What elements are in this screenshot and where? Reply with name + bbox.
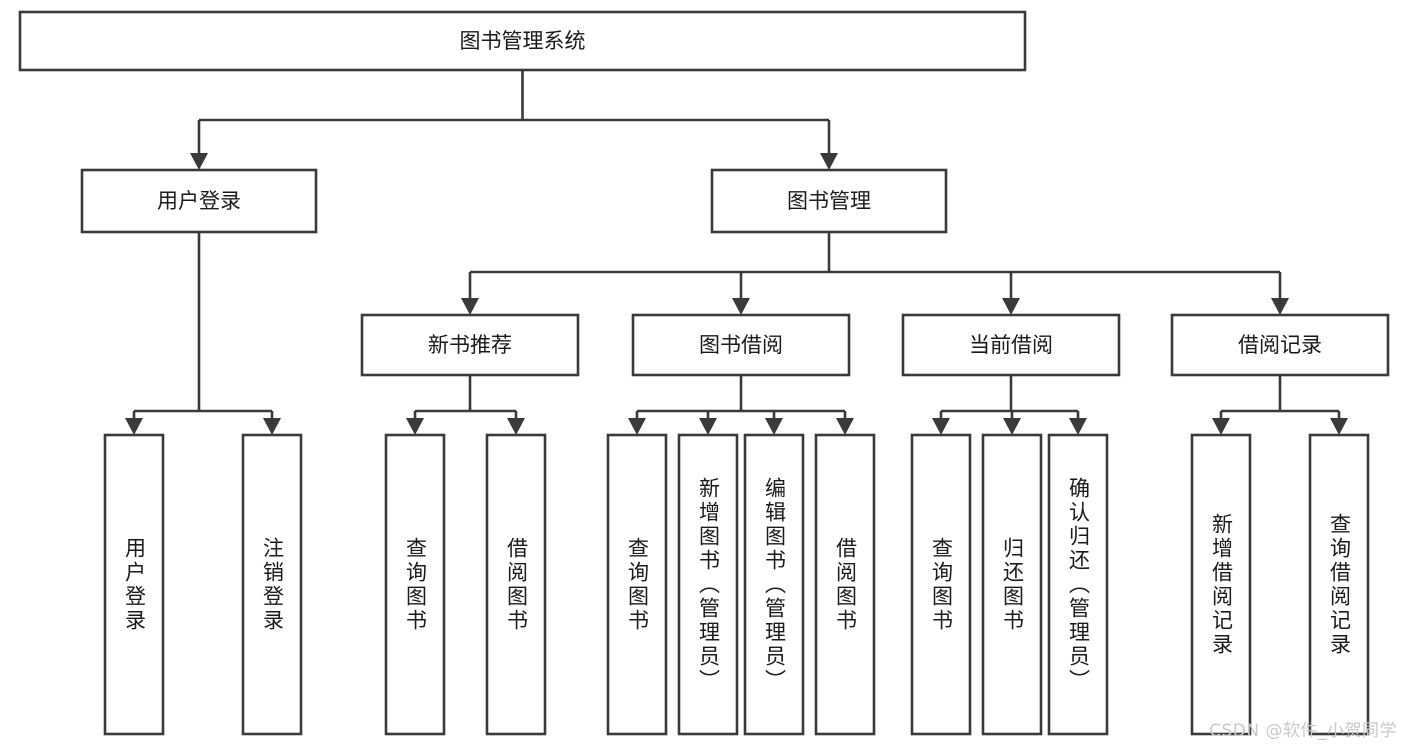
node-box-level3-3[interactable] xyxy=(1170,313,1390,377)
arrow-to-leaf xyxy=(1330,418,1348,435)
node-label-level2-1: 图书管理 xyxy=(787,189,871,213)
arrow-to-leaf xyxy=(836,418,854,435)
arrow-to-leaf xyxy=(628,418,646,435)
arrow-to-leaf xyxy=(406,418,424,435)
arrow-level2-to-level3 xyxy=(1002,298,1020,315)
node-box-level2-1[interactable] xyxy=(710,168,948,234)
arrow-to-leaf xyxy=(932,418,950,435)
arrow-root-to-level2 xyxy=(190,153,208,170)
node-box-leaf-11[interactable] xyxy=(1190,433,1252,736)
arrow-to-leaf xyxy=(765,418,783,435)
node-box-leaf-5[interactable] xyxy=(677,433,739,736)
node-box-level2-0[interactable] xyxy=(80,168,318,234)
arrow-to-leaf xyxy=(263,418,281,435)
node-box-leaf-0[interactable] xyxy=(103,433,165,736)
arrow-root-to-level2 xyxy=(820,153,838,170)
arrow-to-leaf xyxy=(1212,418,1230,435)
node-box-leaf-4[interactable] xyxy=(606,433,668,736)
node-box-level3-1[interactable] xyxy=(631,313,851,377)
node-box-leaf-7[interactable] xyxy=(814,433,876,736)
node-label-root: 图书管理系统 xyxy=(460,29,586,53)
arrow-level2-to-level3 xyxy=(461,298,479,315)
arrow-to-leaf xyxy=(1003,418,1021,435)
node-box-leaf-6[interactable] xyxy=(743,433,805,736)
arrow-to-leaf xyxy=(699,418,717,435)
node-box-leaf-12[interactable] xyxy=(1308,433,1370,736)
node-box-leaf-8[interactable] xyxy=(910,433,972,736)
node-box-leaf-2[interactable] xyxy=(384,433,446,736)
arrow-level2-to-level3 xyxy=(732,298,750,315)
arrow-to-leaf xyxy=(507,418,525,435)
node-box-leaf-3[interactable] xyxy=(485,433,547,736)
arrow-to-leaf xyxy=(125,418,143,435)
arrow-level2-to-level3 xyxy=(1271,298,1289,315)
node-label-level2-0: 用户登录 xyxy=(157,189,241,213)
node-label-level3-1: 图书借阅 xyxy=(699,333,783,357)
node-box-leaf-10[interactable] xyxy=(1047,433,1109,736)
node-label-level3-2: 当前借阅 xyxy=(969,333,1053,357)
node-label-level3-0: 新书推荐 xyxy=(428,333,512,357)
node-box-leaf-1[interactable] xyxy=(241,433,303,736)
node-box-root[interactable] xyxy=(18,10,1027,72)
node-box-leaf-9[interactable] xyxy=(981,433,1043,736)
node-label-level3-3: 借阅记录 xyxy=(1238,333,1322,357)
arrow-to-leaf xyxy=(1069,418,1087,435)
watermark-text: CSDN @软件_小贺同学 xyxy=(1209,721,1397,741)
